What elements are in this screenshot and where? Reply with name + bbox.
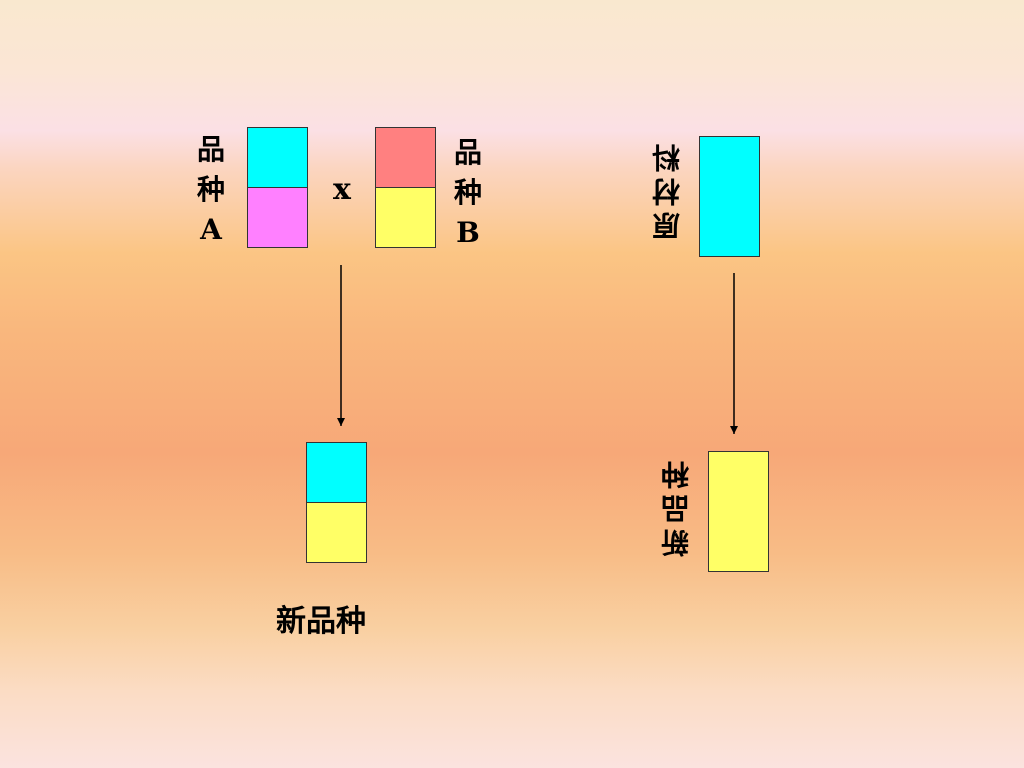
parent-a-label-line: 品 [196, 133, 225, 166]
parent-b-label-line: B [456, 216, 480, 249]
parent-b-label: 品 种 B [450, 133, 486, 253]
offspring-block [306, 442, 367, 563]
result-label: 新品种 [660, 455, 693, 557]
offspring-label: 新品种 [276, 604, 366, 639]
parent-a-top-segment [248, 128, 307, 188]
source-label: 原材料 [651, 138, 684, 240]
parent-b-block [375, 127, 436, 248]
parent-b-label-line: 品 [453, 136, 482, 169]
parent-a-label-line: 种 [196, 173, 225, 206]
parent-a-block [247, 127, 308, 248]
parent-b-label-line: 种 [453, 176, 482, 209]
source-block [699, 136, 760, 257]
parent-b-top-segment [376, 128, 435, 188]
result-block [708, 451, 769, 572]
offspring-top-segment [307, 443, 366, 503]
parent-a-label: 品 种 A [193, 130, 229, 250]
parent-b-bottom-segment [376, 187, 435, 247]
parent-a-bottom-segment [248, 187, 307, 247]
cross-symbol: x [333, 172, 351, 207]
parent-a-label-line: A [200, 213, 222, 246]
offspring-bottom-segment [307, 502, 366, 562]
